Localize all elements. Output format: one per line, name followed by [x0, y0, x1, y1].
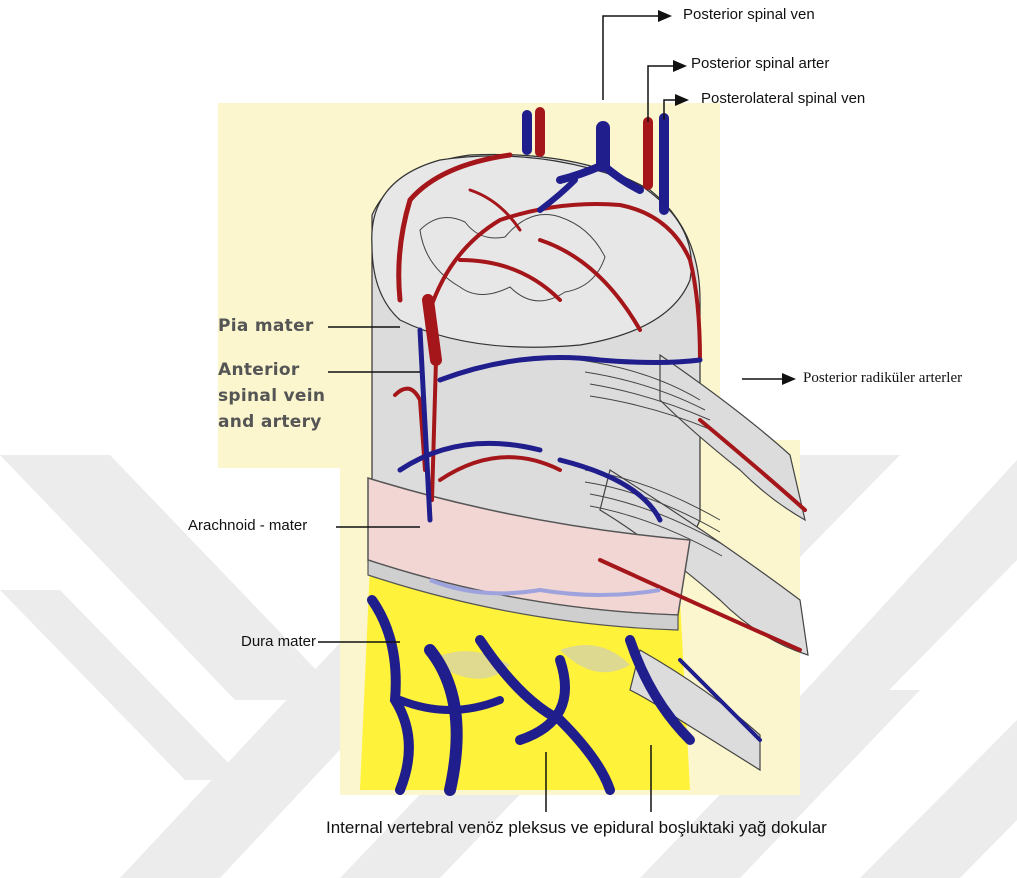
- label-arachnoid-mater: Arachnoid - mater: [188, 517, 307, 534]
- label-posterior-radicular-arteries: Posterior radiküler arterler: [803, 370, 962, 387]
- label-anterior-line3: and artery: [218, 410, 322, 435]
- label-posterior-spinal-vein: Posterior spinal ven: [683, 6, 815, 23]
- label-anterior-line2: spinal vein: [218, 384, 325, 409]
- label-dura-mater: Dura mater: [241, 633, 316, 650]
- figure-caption: Internal vertebral venöz pleksus ve epid…: [326, 818, 827, 838]
- label-posterolateral-spinal-vein: Posterolateral spinal ven: [701, 90, 865, 107]
- label-anterior-line1: Anterior: [218, 358, 300, 383]
- label-posterior-spinal-artery: Posterior spinal arter: [691, 55, 829, 72]
- label-pia-mater: Pia mater: [218, 314, 314, 339]
